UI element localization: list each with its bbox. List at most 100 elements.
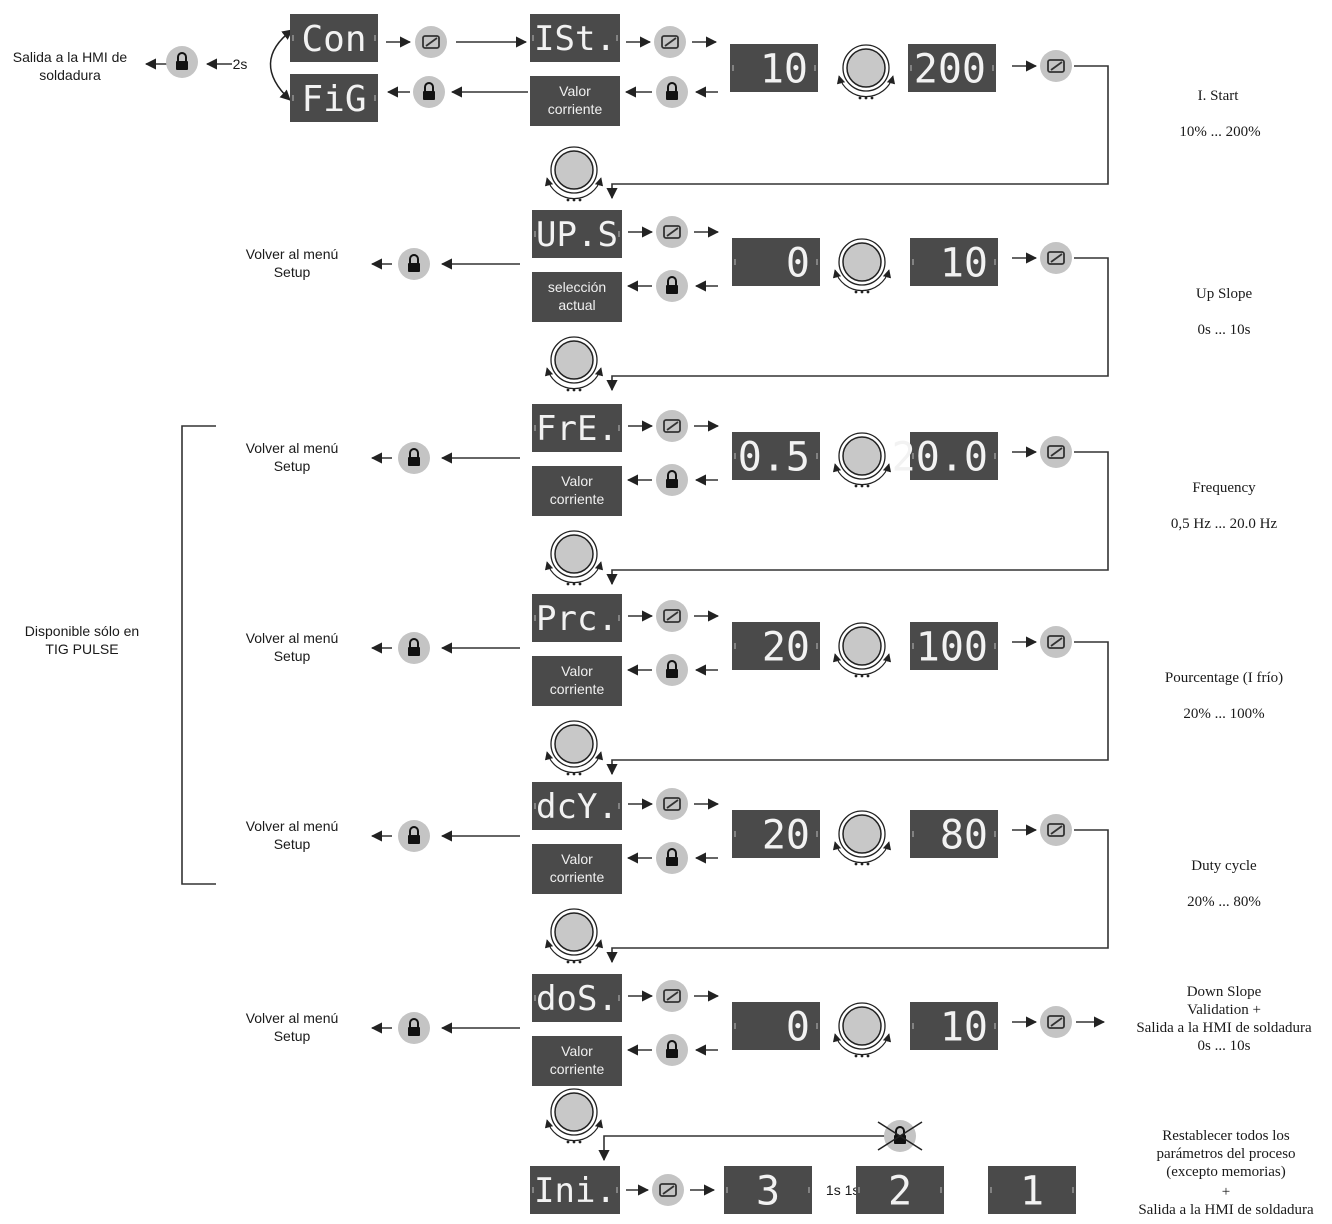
edit-icon-stroke [1050, 61, 1063, 71]
back-to-setup-label: Setup [274, 648, 311, 664]
countdown-2-value: 2 [888, 1168, 912, 1214]
min-display-0: 0 [732, 238, 820, 286]
edit-button-icon[interactable] [1040, 626, 1072, 658]
lock-icon-body [408, 1027, 420, 1036]
min-display-3: 20 [732, 810, 820, 858]
lock-button-icon[interactable] [398, 632, 430, 664]
edit-button-icon[interactable] [656, 410, 688, 442]
rotary-knob-icon[interactable] [836, 44, 896, 100]
lock-icon-shackle [424, 82, 434, 91]
value-button-0-line1: selección [548, 279, 606, 295]
max-display-2-bg [910, 622, 998, 670]
edit-button-icon[interactable] [1040, 242, 1072, 274]
param-range-istart: 10% ... 200% [1179, 124, 1260, 140]
lock-icon-shackle [667, 1040, 677, 1049]
edit-button-icon[interactable] [1040, 436, 1072, 468]
lock-button-icon[interactable] [656, 842, 688, 874]
value-button-0-bg [532, 272, 622, 322]
knob-dot [566, 1140, 570, 1144]
edit-icon-frame [663, 225, 681, 239]
back-to-setup-label: Setup [274, 836, 311, 852]
lock-button-icon[interactable] [656, 654, 688, 686]
max-display-3-value: 80 [940, 812, 988, 858]
edit-button-icon[interactable] [656, 788, 688, 820]
knob-ring [550, 720, 598, 768]
rotary-knob-icon[interactable] [832, 810, 892, 866]
knob-arrow [544, 177, 604, 200]
min-display-2: 20 [732, 622, 820, 670]
param-label-1: 0,5 Hz ... 20.0 Hz [1171, 516, 1278, 532]
cross-line [877, 1121, 923, 1151]
knob-dot [566, 772, 570, 776]
param-label-1: Frequency [1192, 480, 1256, 496]
value-button-2[interactable]: Valor corriente [532, 656, 622, 706]
display-ist-value: ISt. [534, 19, 616, 59]
value-button-1-bg [532, 466, 622, 516]
knob-dot [858, 96, 862, 100]
lock-button-icon[interactable] [656, 1034, 688, 1066]
rotary-knob-icon[interactable] [832, 238, 892, 294]
min-display-2-bg [732, 622, 820, 670]
lock-button-icon[interactable] [656, 76, 688, 108]
display-3-bg [532, 782, 622, 830]
edit-button-icon[interactable] [656, 980, 688, 1012]
lock-icon-shackle [409, 448, 419, 457]
edit-button-icon[interactable] [1040, 50, 1072, 82]
countdown-1-bg [988, 1166, 1076, 1214]
value-button-1-line1: Valor [561, 473, 593, 489]
value-button-2-line2: corriente [550, 681, 605, 697]
lock-button-icon[interactable] [656, 464, 688, 496]
param-label-0: 0s ... 10s [1198, 322, 1251, 338]
lock-button-icon[interactable] [398, 1012, 430, 1044]
rotary-knob-icon[interactable] [544, 530, 604, 586]
lock-button-icon[interactable] [656, 270, 688, 302]
edit-button-icon[interactable] [1040, 814, 1072, 846]
value-button-3-line1: Valor [561, 851, 593, 867]
display-ini-value: Ini. [534, 1171, 616, 1211]
rotary-knob-icon[interactable] [832, 622, 892, 678]
edit-button-icon[interactable] [654, 26, 686, 58]
knob-arrow [832, 269, 892, 292]
lock-button-icon[interactable] [398, 820, 430, 852]
rotary-knob-icon[interactable] [544, 908, 604, 964]
knob-dot [578, 198, 582, 202]
knob-arrow [544, 367, 604, 390]
rotary-knob-icon[interactable] [832, 1002, 892, 1058]
edit-button-icon[interactable] [656, 600, 688, 632]
lock-button-icon[interactable] [398, 248, 430, 280]
edit-button-icon[interactable] [415, 26, 447, 58]
lock-button-icon[interactable] [398, 442, 430, 474]
knob-ring [838, 622, 886, 670]
lock-button-icon[interactable] [413, 76, 445, 108]
edit-button-icon[interactable] [652, 1174, 684, 1206]
value-button-2-line1: Valor [561, 663, 593, 679]
edit-button-icon[interactable] [1040, 1006, 1072, 1038]
lock-icon-shackle [409, 1018, 419, 1027]
param-label-2: Pourcentage (I frío) [1165, 670, 1283, 686]
display-1-bg [532, 404, 622, 452]
display-4: doS. [532, 974, 622, 1022]
knob-body [842, 626, 882, 666]
display-ist: ISt. [530, 14, 620, 62]
rotary-knob-icon[interactable] [544, 146, 604, 202]
lock-button-icon[interactable] [166, 46, 198, 78]
rotary-knob-icon[interactable] [544, 720, 604, 776]
display-2: Prc. [532, 594, 622, 642]
min-value-display-bg [730, 44, 818, 92]
edit-icon-stroke [662, 1185, 675, 1195]
max-display-0: 10 [910, 238, 998, 286]
rotary-knob-icon[interactable] [832, 432, 892, 488]
rotary-knob-icon[interactable] [544, 1088, 604, 1144]
param-label-3: 20% ... 80% [1187, 894, 1261, 910]
max-display-4-bg [910, 1002, 998, 1050]
rotary-knob-icon[interactable] [544, 336, 604, 392]
max-display-1-value: 20.0 [892, 434, 988, 480]
back-to-setup-label: Setup [274, 264, 311, 280]
edit-button-icon[interactable] [656, 216, 688, 248]
knob-arrow [544, 751, 604, 774]
